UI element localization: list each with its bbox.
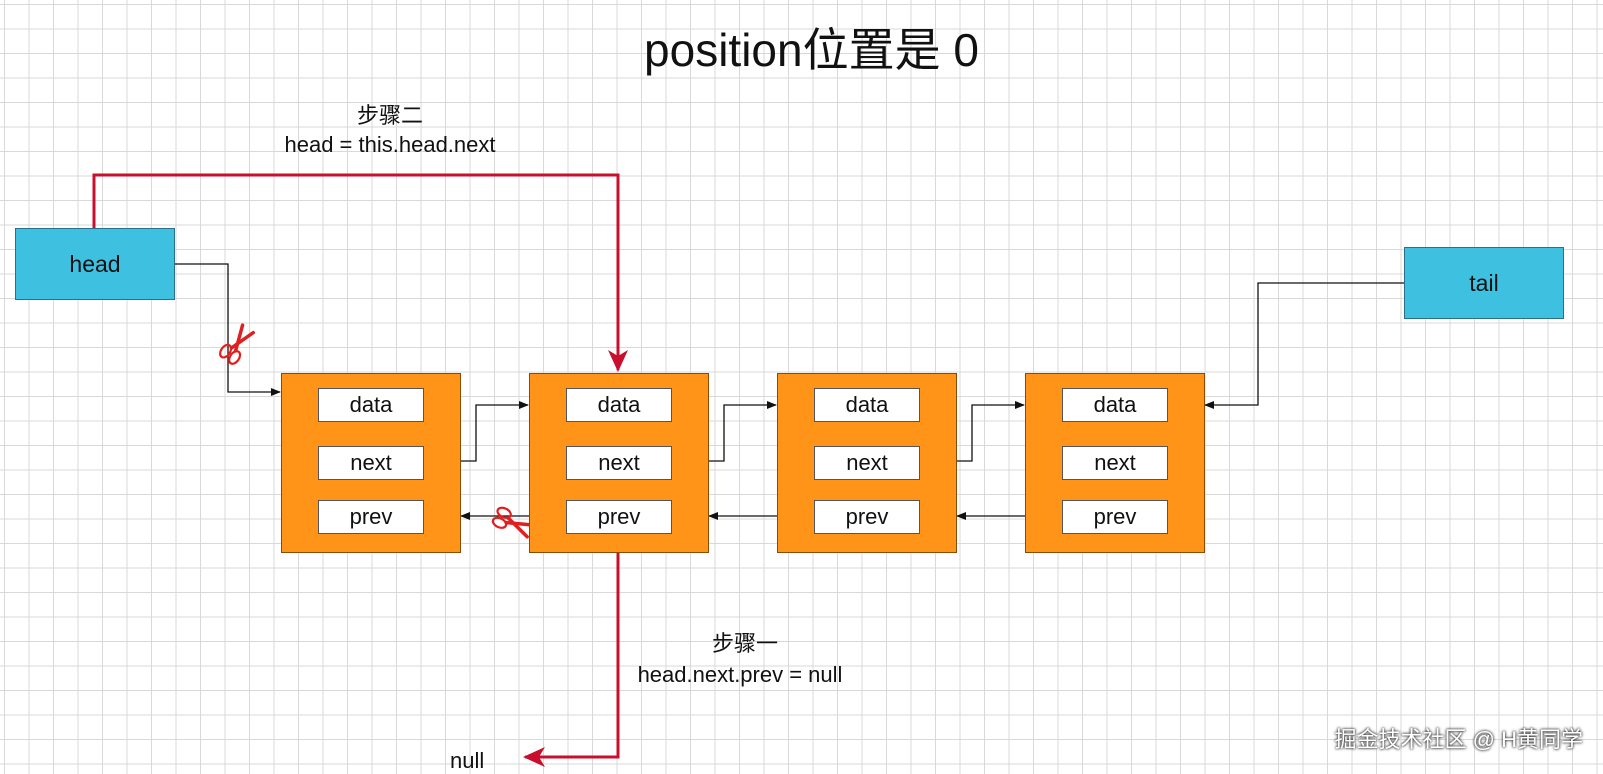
step-two-arrow (92, 173, 628, 372)
step-one-arrow (523, 553, 620, 767)
node-next-field: next (566, 446, 672, 480)
page-title: position位置是 0 (644, 24, 979, 76)
tail-pointer-connector (1204, 282, 1404, 409)
node-prev-field: prev (1062, 500, 1168, 534)
step-two-code: head = this.head.next (284, 132, 496, 157)
node-prev-field: prev (318, 500, 424, 534)
node-data-field: data (566, 388, 672, 422)
node-prev-field: prev (566, 500, 672, 534)
node-prev-field: prev (814, 500, 920, 534)
tail-pointer-box: tail (1404, 247, 1564, 319)
scissors-icon (219, 323, 255, 365)
head-pointer-box: head (15, 228, 175, 300)
list-node-3: data next prev (777, 373, 957, 553)
node-data-field: data (814, 388, 920, 422)
null-label: null (450, 748, 485, 773)
list-node-2: data next prev (529, 373, 709, 553)
node-data-field: data (1062, 388, 1168, 422)
head-pointer-connector (175, 263, 281, 396)
step-one-label: 步骤一 (711, 631, 778, 656)
step-one-code: head.next.prev = null (637, 662, 843, 687)
node-next-field: next (318, 446, 424, 480)
list-node-1: data next prev (281, 373, 461, 553)
node-next-field: next (814, 446, 920, 480)
node-next-field: next (1062, 446, 1168, 480)
watermark: 掘金技术社区 @ H黄同学 (1334, 727, 1583, 752)
scissors-icon (491, 506, 535, 539)
list-node-4: data next prev (1025, 373, 1205, 553)
step-two-label: 步骤二 (356, 103, 423, 128)
node-data-field: data (318, 388, 424, 422)
